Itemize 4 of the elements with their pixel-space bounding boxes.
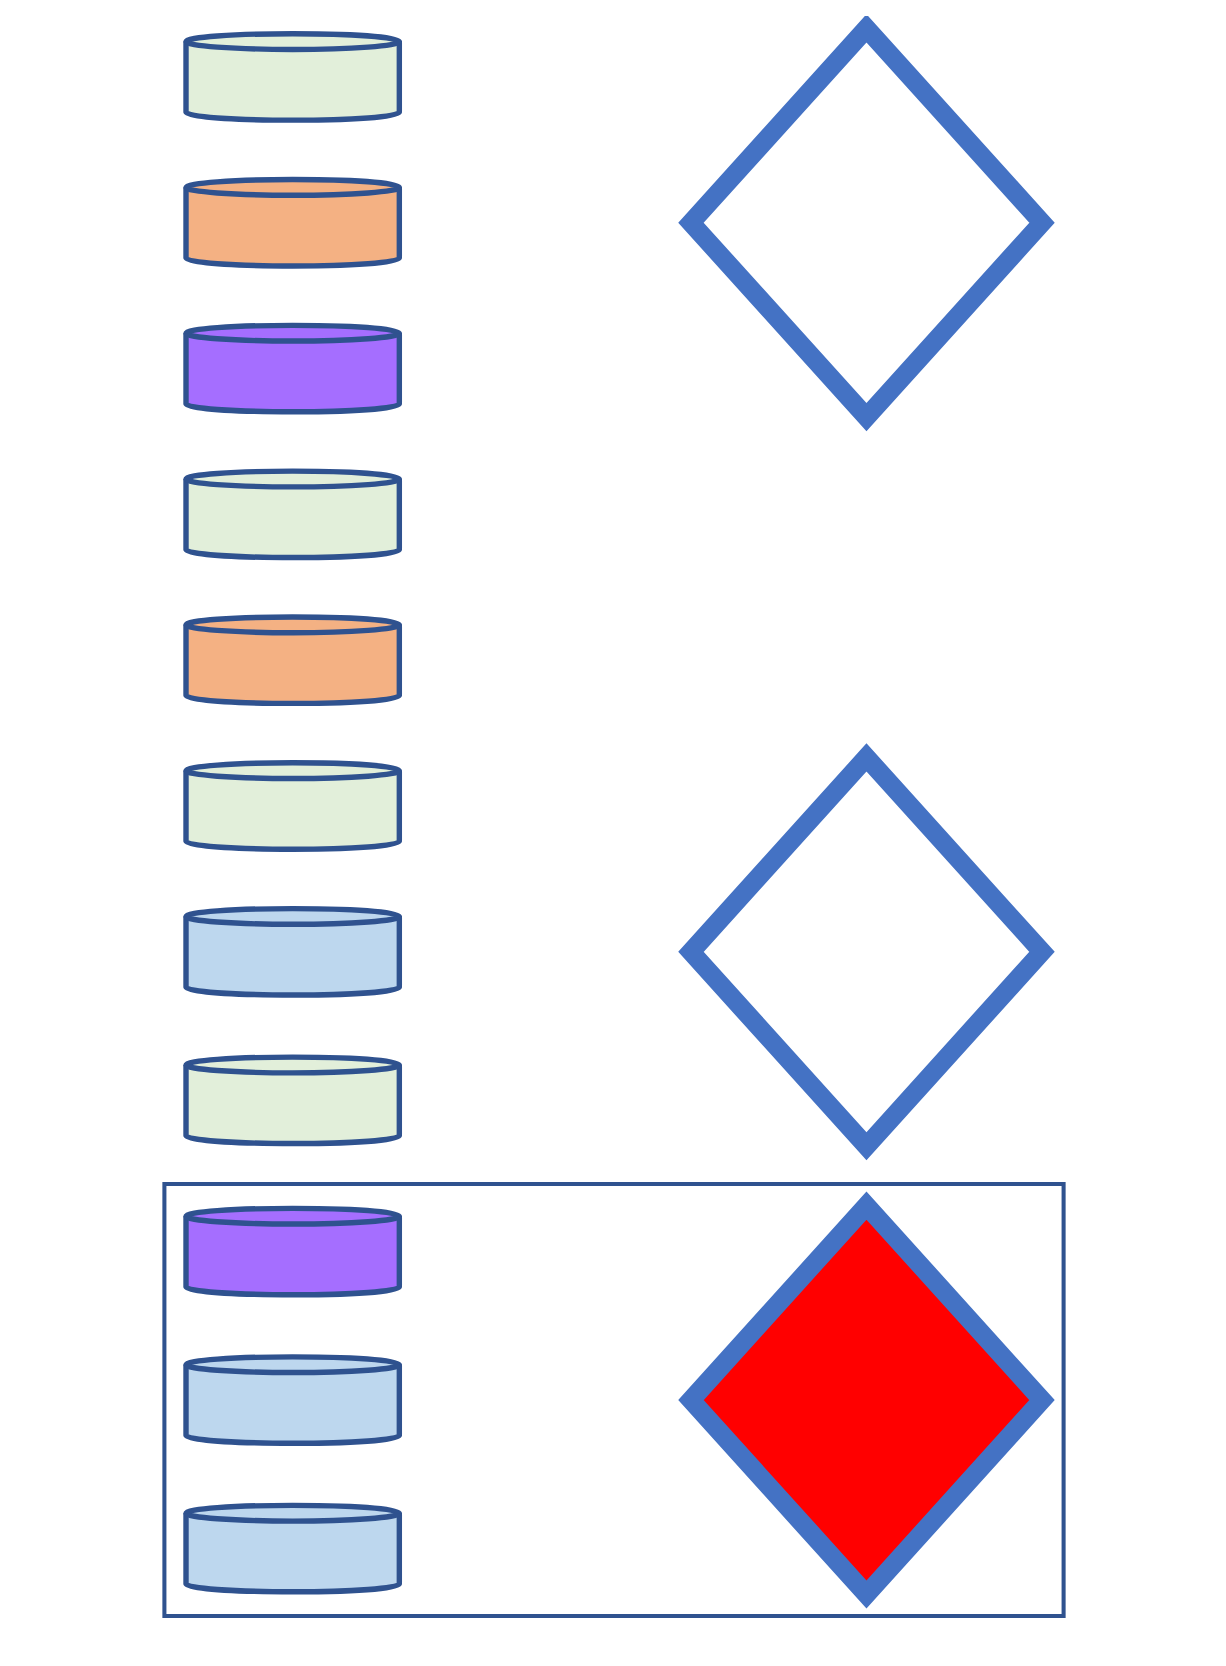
cluster (161, 1182, 1065, 1619)
node-diamond (677, 1191, 1054, 1609)
node-diamond (677, 743, 1054, 1161)
node-diamond (677, 16, 1054, 432)
